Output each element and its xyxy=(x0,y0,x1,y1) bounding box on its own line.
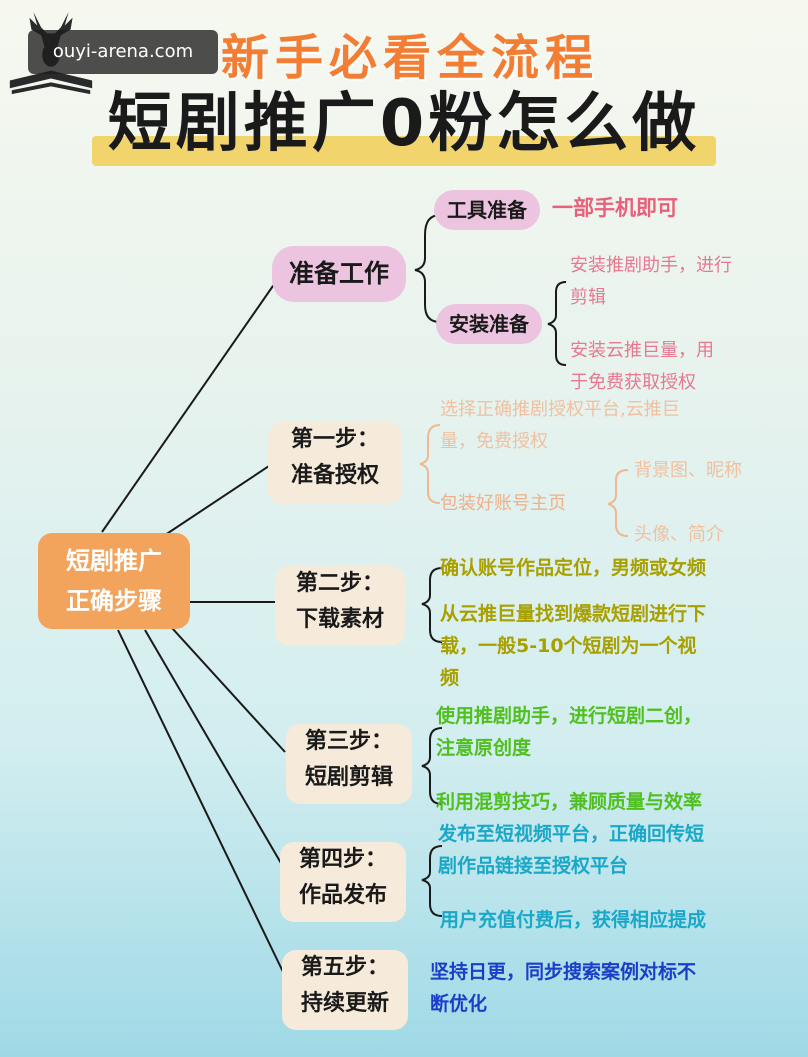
leaf-step1-note1-l2: 量，免费授权 xyxy=(440,431,548,452)
leaf-install-note2-l2: 于免费获取授权 xyxy=(570,372,696,393)
leaf-step4-note1: 发布至短视频平台，正确回传短 剧作品链接至授权平台 xyxy=(438,818,704,882)
node-tool-label: 工具准备 xyxy=(447,198,527,222)
leaf-step5-note1-l1: 坚持日更，同步搜索案例对标不 xyxy=(430,961,697,983)
node-step1-l2: 准备授权 xyxy=(290,463,379,488)
line-to-step5 xyxy=(117,629,286,977)
brace-step3 xyxy=(421,727,443,805)
title-line1: 新手必看全流程 xyxy=(220,30,599,86)
node-step4-l1: 第四步： xyxy=(298,847,387,872)
node-step4: 第四步： 作品发布 xyxy=(280,842,406,922)
central-line1: 短剧推广 xyxy=(66,547,162,575)
leaf-step2-note2-l2: 载，一般5-10个短剧为一个视 xyxy=(440,635,697,657)
line-to-step1 xyxy=(149,461,276,546)
leaf-step2-note2: 从云推巨量找到爆款短剧进行下 载，一般5-10个短剧为一个视 频 xyxy=(440,598,706,694)
leaf-step5-note1: 坚持日更，同步搜索案例对标不 断优化 xyxy=(430,956,696,1020)
leaf-step2-note1: 确认账号作品定位，男频或女频 xyxy=(440,557,707,579)
leaf-install-note1-l2: 剪辑 xyxy=(570,287,606,308)
brace-prep xyxy=(414,214,441,323)
node-install-label: 安装准备 xyxy=(449,312,529,336)
leaf-tool-note: 一部手机即可 xyxy=(552,196,678,220)
title-line2: 短剧推广0粉怎么做 xyxy=(107,87,701,161)
node-step5-l2: 持续更新 xyxy=(300,991,389,1016)
leaf-step2-note2-l1: 从云推巨量找到爆款短剧进行下 xyxy=(440,603,707,625)
line-to-prep xyxy=(101,282,276,533)
leaf-step1-note1: 选择正确推剧授权平台,云推巨 量，免费授权 xyxy=(440,394,680,458)
brace-step2 xyxy=(421,567,443,643)
node-step3-l2: 短剧剪辑 xyxy=(304,765,393,790)
node-prep: 准备工作 xyxy=(272,246,406,302)
node-step2-l1: 第二步： xyxy=(295,571,384,596)
leaf-install-note2-l1: 安装云推巨量，用 xyxy=(570,340,714,361)
leaf-step1-note1-l1: 选择正确推剧授权平台,云推巨 xyxy=(440,399,680,420)
leaf-step2-note2-l3: 频 xyxy=(440,667,460,689)
line-to-step4 xyxy=(144,629,286,871)
node-step5-l1: 第五步： xyxy=(300,955,389,980)
node-tool: 工具准备 xyxy=(434,190,540,230)
node-step3: 第三步： 短剧剪辑 xyxy=(286,724,412,804)
node-step2-l2: 下载素材 xyxy=(295,607,384,632)
node-step3-l1: 第三步： xyxy=(304,729,393,754)
node-step1-l1: 第一步： xyxy=(290,427,379,452)
leaf-step1-sub1: 背景图、昵称 xyxy=(634,460,742,481)
brace-install xyxy=(547,281,567,366)
leaf-install-note1: 安装推剧助手，进行 剪辑 xyxy=(570,250,732,314)
line-to-step3 xyxy=(171,627,286,753)
node-step1: 第一步： 准备授权 xyxy=(268,422,402,504)
leaf-install-note2: 安装云推巨量，用 于免费获取授权 xyxy=(570,335,714,399)
node-install: 安装准备 xyxy=(436,304,542,344)
leaf-step4-note1-l2: 剧作品链接至授权平台 xyxy=(438,855,629,877)
leaf-step3-note2: 利用混剪技巧，兼顾质量与效率 xyxy=(436,791,703,813)
brace-step1 xyxy=(419,424,441,504)
leaf-step4-note1-l1: 发布至短视频平台，正确回传短 xyxy=(438,823,705,845)
watermark-badge: ouyi-arena.com xyxy=(28,30,218,74)
leaf-install-note1-l1: 安装推剧助手，进行 xyxy=(570,255,732,276)
title-highlight xyxy=(92,136,716,166)
node-step4-l2: 作品发布 xyxy=(298,883,387,908)
brace-step4 xyxy=(421,845,443,917)
brace-step1-sub xyxy=(607,469,629,537)
node-prep-label: 准备工作 xyxy=(288,259,389,288)
leaf-step1-note2: 包装好账号主页 xyxy=(440,493,566,514)
node-step5: 第五步： 持续更新 xyxy=(282,950,408,1030)
node-step2: 第二步： 下载素材 xyxy=(275,566,405,646)
leaf-step5-note1-l2: 断优化 xyxy=(430,993,488,1015)
central-node: 短剧推广 正确步骤 xyxy=(38,533,190,629)
leaf-step1-sub2: 头像、简介 xyxy=(634,524,724,545)
leaf-step4-note2: 用户充值付费后，获得相应提成 xyxy=(440,909,707,931)
leaf-step3-note1: 使用推剧助手，进行短剧二创， 注意原创度 xyxy=(436,700,702,764)
leaf-step3-note1-l1: 使用推剧助手，进行短剧二创， xyxy=(436,705,703,727)
central-line2: 正确步骤 xyxy=(66,587,162,615)
leaf-step3-note1-l2: 注意原创度 xyxy=(436,737,532,759)
watermark-text: ouyi-arena.com xyxy=(52,41,194,62)
